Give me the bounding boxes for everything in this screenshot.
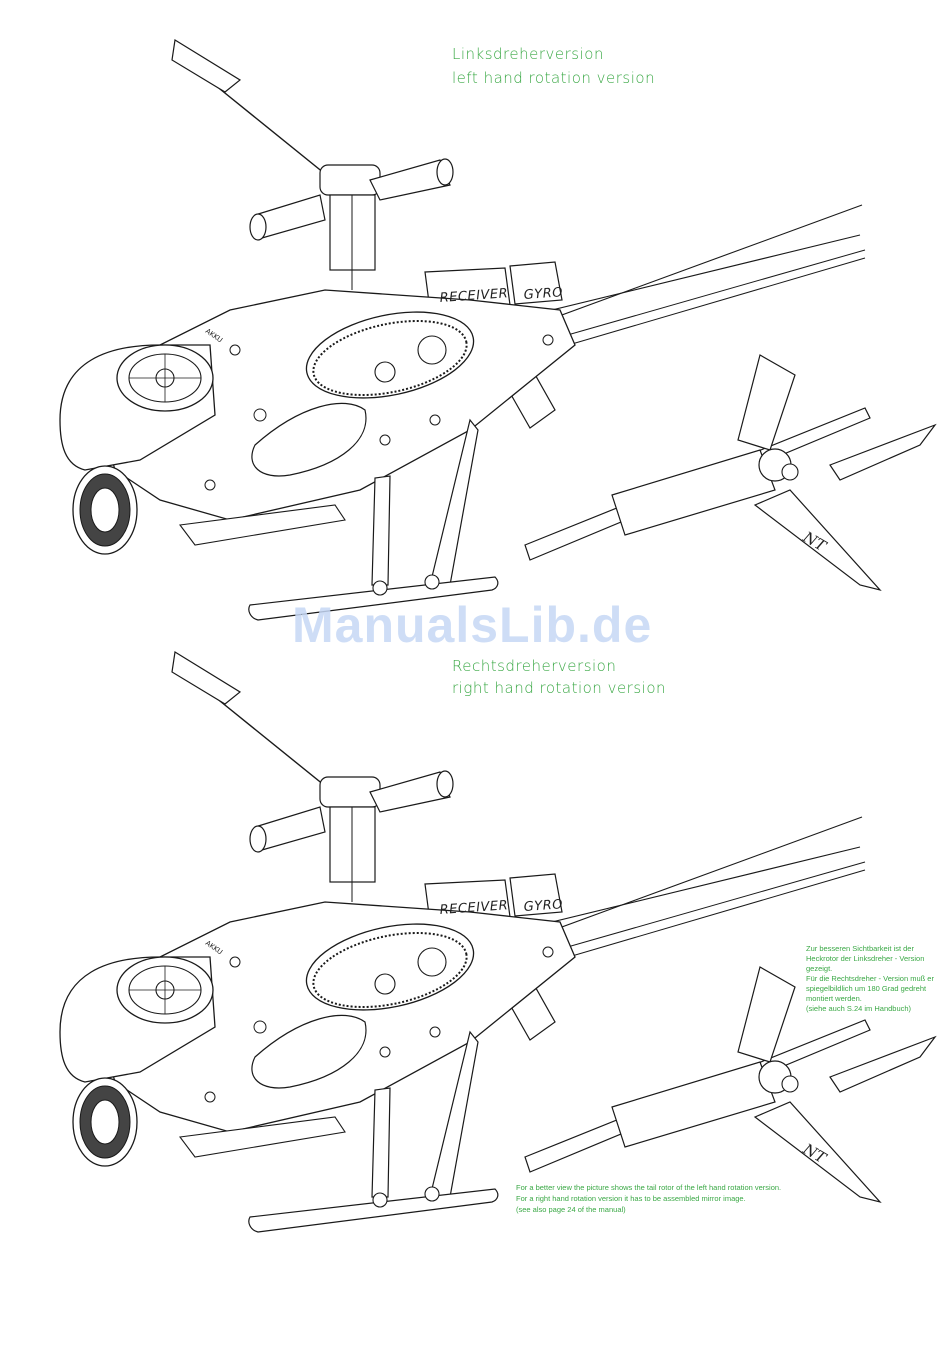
note-de-line: Zur besseren Sichtbarkeit ist der bbox=[806, 944, 914, 953]
caption-top-en: left hand rotation version bbox=[452, 69, 656, 87]
note-en-line: For a right hand rotation version it has… bbox=[516, 1194, 746, 1203]
gyro-label-top: GYRO bbox=[523, 285, 563, 303]
caption-bottom-en: right hand rotation version bbox=[452, 679, 667, 697]
note-de-line: Heckrotor der Linksdreher - Version bbox=[806, 954, 925, 963]
note-en-line: (see also page 24 of the manual) bbox=[516, 1205, 626, 1214]
caption-top-de: Linksdreherversion bbox=[452, 45, 604, 63]
receiver-label-top: RECEIVER bbox=[439, 286, 508, 306]
note-de-line: montiert werden. bbox=[806, 994, 862, 1003]
watermark: ManualsLib.de bbox=[292, 597, 653, 653]
note-en: For a better view the picture shows the … bbox=[516, 1182, 781, 1215]
note-en-line: For a better view the picture shows the … bbox=[516, 1183, 782, 1192]
helicopter-right-rotation bbox=[59, 651, 936, 1233]
note-de-line: spiegelbildlich um 180 Grad gedreht bbox=[806, 984, 927, 993]
gyro-label-bottom: GYRO bbox=[523, 897, 563, 915]
helicopter-left-rotation bbox=[59, 39, 936, 621]
note-de: Zur besseren Sichtbarkeit ist der Heckro… bbox=[806, 944, 934, 1014]
note-de-line: gezeigt. bbox=[806, 964, 833, 973]
note-de-line: Für die Rechtsdreher - Version muß er bbox=[806, 974, 934, 983]
note-de-line: (siehe auch S.24 im Handbuch) bbox=[806, 1004, 912, 1013]
receiver-label-bottom: RECEIVER bbox=[439, 898, 508, 918]
caption-bottom-de: Rechtsdreherversion bbox=[452, 657, 617, 675]
